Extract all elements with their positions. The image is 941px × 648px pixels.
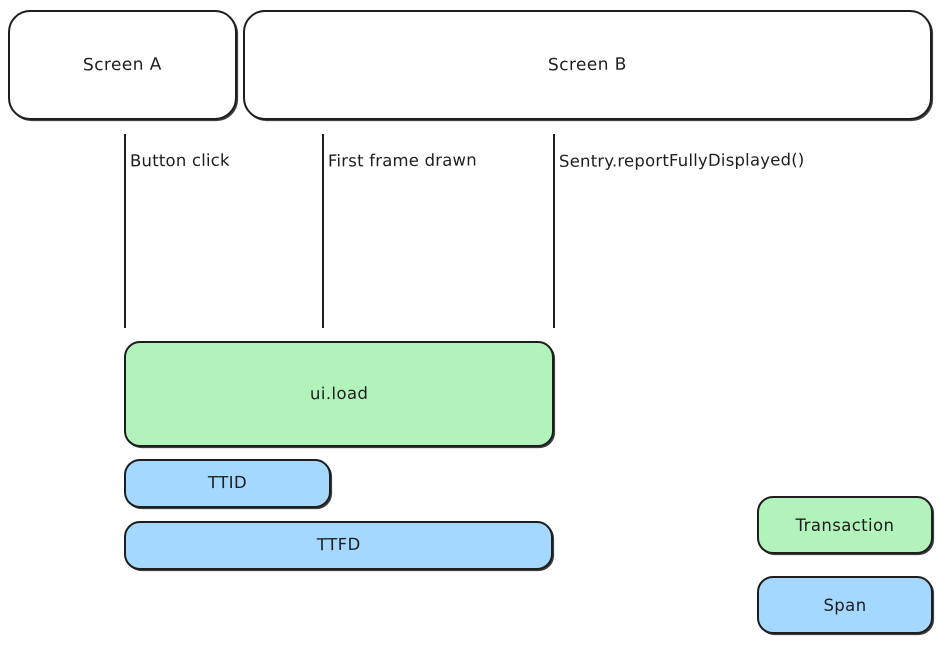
bar-ttfd[interactable]: TTFD [124,521,553,570]
marker-line-first-frame-drawn [322,134,324,328]
screen-a-box[interactable]: Screen A [8,10,237,120]
legend-transaction-label: Transaction [795,515,895,535]
bar-ui-load-label: ui.load [309,383,369,404]
screen-b-label: Screen B [548,54,627,75]
screen-b-box[interactable]: Screen B [243,10,932,120]
bar-ttid-label: TTID [207,473,248,493]
marker-label-sentry-report-fully-displayed: Sentry.reportFullyDisplayed() [558,150,805,171]
screen-a-label: Screen A [83,54,162,75]
legend-transaction-swatch[interactable]: Transaction [757,496,933,554]
marker-line-sentry-report-fully-displayed [553,134,555,328]
bar-ttfd-label: TTFD [316,535,361,555]
legend-span-swatch[interactable]: Span [757,576,933,634]
bar-ui-load[interactable]: ui.load [124,341,554,447]
bar-ttid[interactable]: TTID [124,459,331,508]
legend-span-label: Span [823,595,867,615]
marker-label-button-click: Button click [129,150,230,171]
marker-line-button-click [124,134,126,328]
marker-label-first-frame-drawn: First frame drawn [327,150,477,171]
